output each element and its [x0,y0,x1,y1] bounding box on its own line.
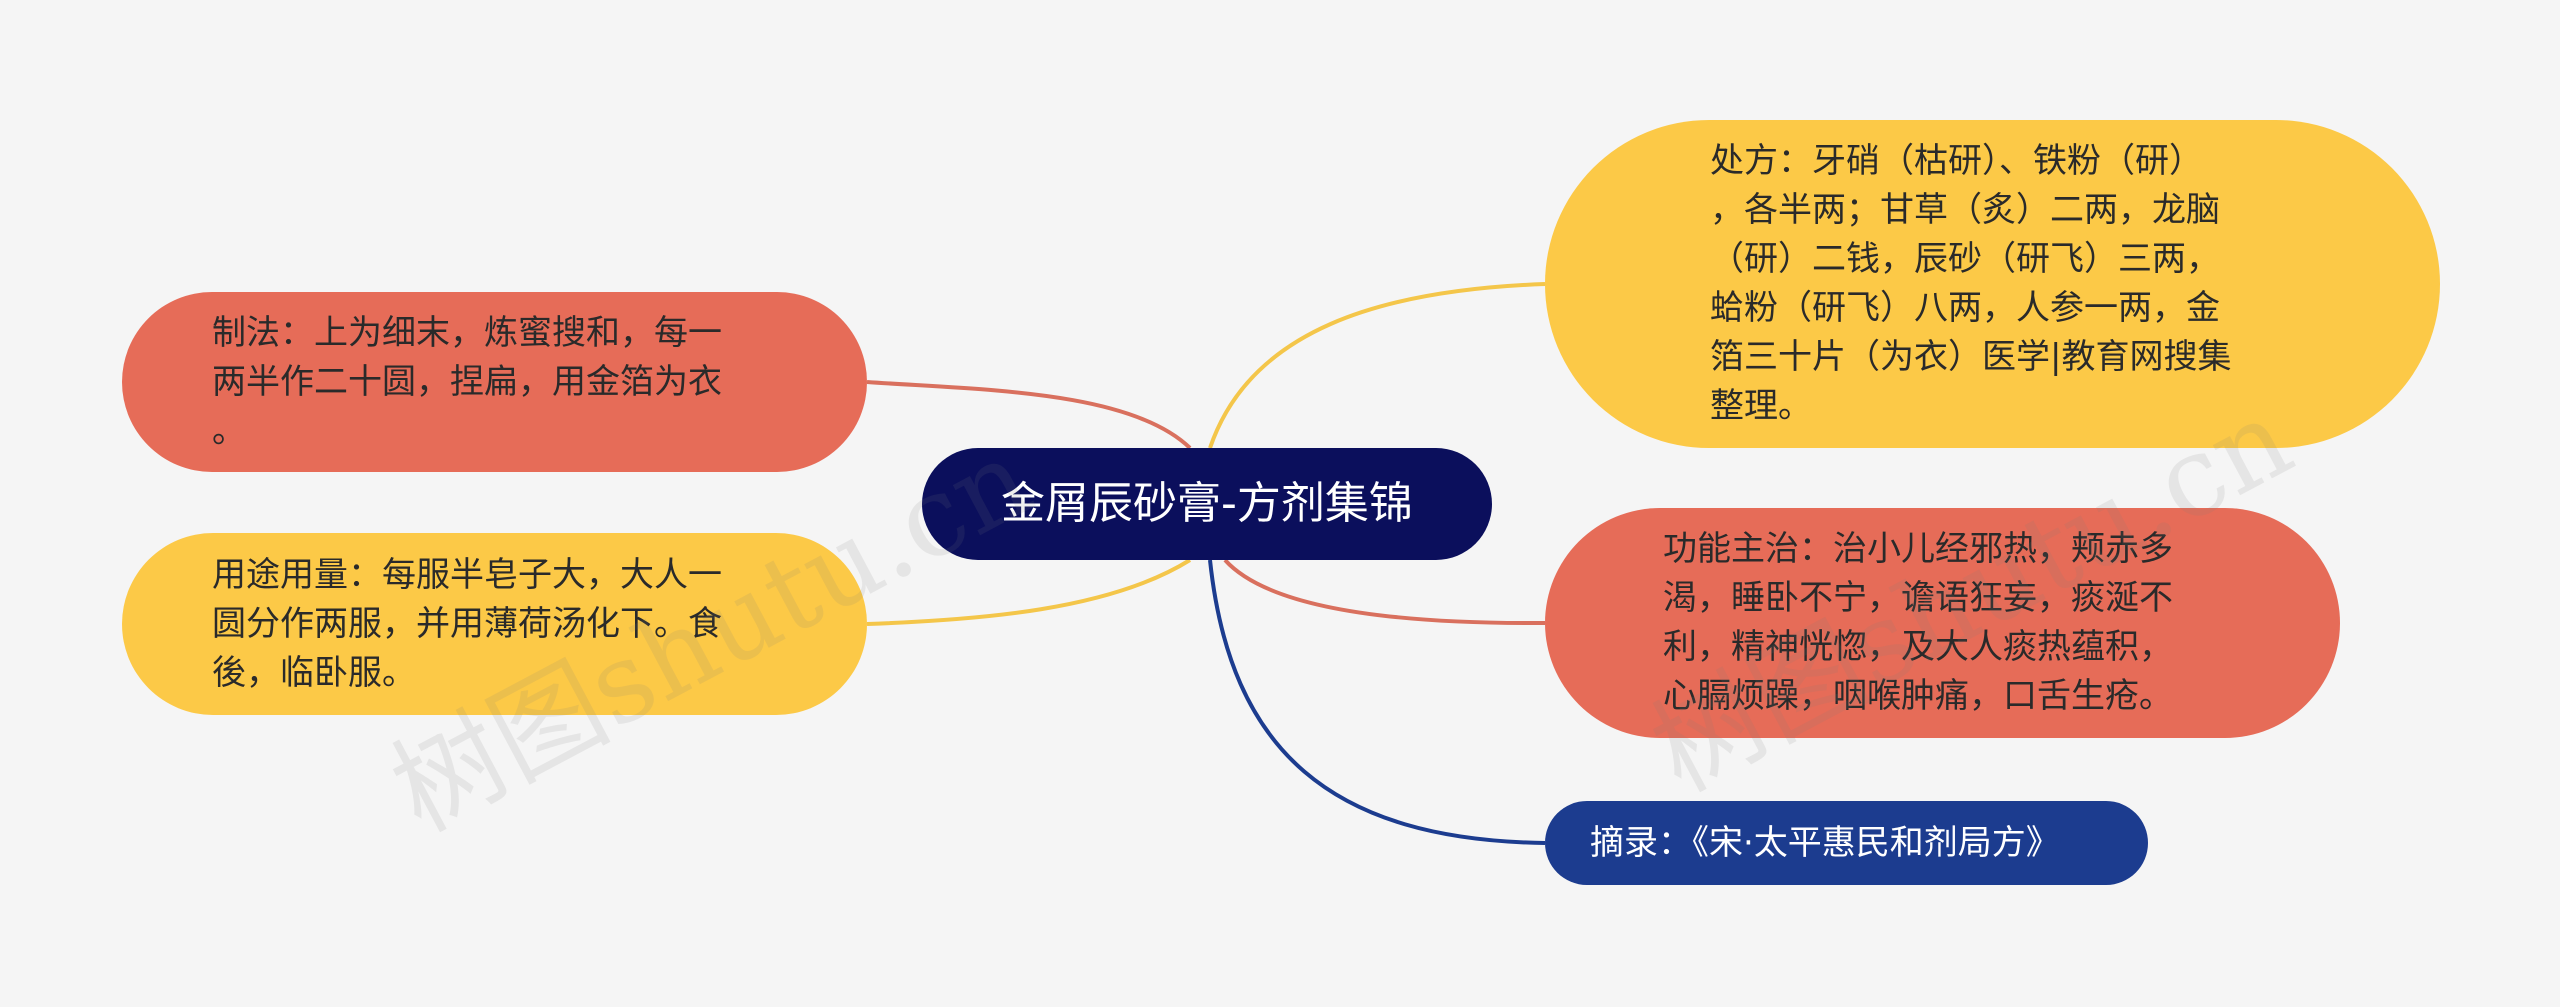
topic-gongneng-text: 功能主治：治小儿经邪热，颊赤多 渴，睡卧不宁，谵语狂妄，痰涎不 利，精神恍惚，及… [1663,529,2173,716]
link-zhailu [1208,559,1546,845]
central-topic[interactable]: 金屑辰砂膏-方剂集锦 [922,448,1492,560]
link-yongtu [866,558,1192,626]
link-gongneng [1223,558,1546,626]
central-topic-label: 金屑辰砂膏-方剂集锦 [1001,478,1413,529]
topic-chufang[interactable]: 处方：牙硝（枯研）、铁粉（研） ，各半两；甘草（炙）二两，龙脑 （研）二钱，辰砂… [1545,120,2440,448]
topic-zhifa-text: 制法：上为细末，炼蜜搜和，每一 两半作二十圆，捏扁，用金箔为衣 。 [212,312,722,451]
link-chufang [1208,282,1546,449]
topic-zhifa[interactable]: 制法：上为细末，炼蜜搜和，每一 两半作二十圆，捏扁，用金箔为衣 。 [122,292,867,472]
topic-chufang-text: 处方：牙硝（枯研）、铁粉（研） ，各半两；甘草（炙）二两，龙脑 （研）二钱，辰砂… [1710,141,2232,426]
topic-zhailu[interactable]: 摘录：《宋·太平惠民和剂局方》 [1545,801,2148,885]
link-zhifa [866,380,1192,450]
topic-yongtu-text: 用途用量：每服半皂子大，大人一 圆分作两服，并用薄荷汤化下。食 後，临卧服。 [212,554,722,693]
topic-gongneng[interactable]: 功能主治：治小儿经邪热，颊赤多 渴，睡卧不宁，谵语狂妄，痰涎不 利，精神恍惚，及… [1545,508,2340,738]
topic-zhailu-text: 摘录：《宋·太平惠民和剂局方》 [1590,822,2060,863]
topic-yongtu[interactable]: 用途用量：每服半皂子大，大人一 圆分作两服，并用薄荷汤化下。食 後，临卧服。 [122,533,867,715]
